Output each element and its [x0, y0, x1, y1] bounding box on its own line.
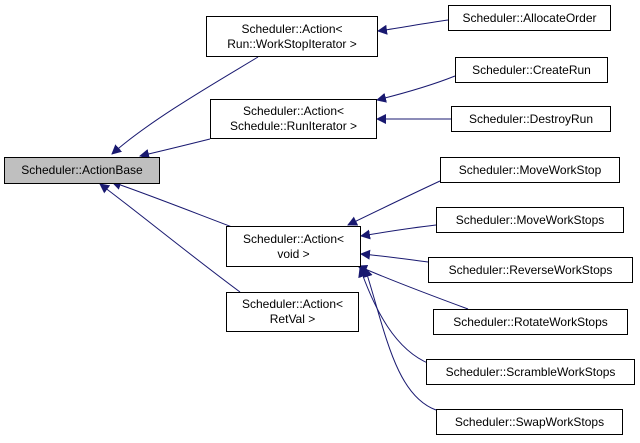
edge-retval-to-actionbase: [99, 183, 241, 293]
node-label-line1: Scheduler::Action<: [242, 231, 345, 246]
node-label-line2: Run::WorkStopIterator >: [227, 36, 357, 51]
node-action-base[interactable]: Scheduler::ActionBase: [4, 157, 160, 184]
node-action-run-workstop-iterator[interactable]: Scheduler::Action< Run::WorkStopIterator…: [206, 16, 378, 57]
node-label-line1: Scheduler::Action<: [241, 297, 344, 311]
node-label: Scheduler::AllocateOrder: [462, 10, 597, 25]
node-label-line2: void >: [277, 246, 310, 261]
node-label: Scheduler::MoveWorkStop: [458, 162, 602, 177]
edge-moveworkstops-to-void: [360, 224, 437, 240]
node-allocate-order[interactable]: Scheduler::AllocateOrder: [448, 5, 611, 31]
node-label-line2: RetVal >: [269, 312, 316, 326]
node-rotate-workstops[interactable]: Scheduler::RotateWorkStops: [433, 309, 628, 335]
node-action-void[interactable]: Scheduler::Action< void >: [226, 226, 361, 267]
edge-allocateorder-to-run-workstop: [377, 19, 449, 35]
node-label: Scheduler::ScrambleWorkStops: [445, 364, 616, 379]
edge-swapworkstops-to-void: [363, 267, 437, 411]
edge-run-workstop-to-actionbase: [111, 56, 259, 155]
node-move-workstops[interactable]: Scheduler::MoveWorkStops: [436, 207, 624, 233]
node-label: Scheduler::ActionBase: [21, 163, 143, 177]
edge-moveworkstop-to-void: [347, 180, 441, 226]
node-label: Scheduler::DestroyRun: [468, 111, 594, 126]
node-swap-workstops[interactable]: Scheduler::SwapWorkStops: [436, 409, 623, 435]
edge-schedule-run-to-actionbase: [139, 138, 211, 159]
node-create-run[interactable]: Scheduler::CreateRun: [455, 57, 608, 83]
edge-createrun-to-schedule-run: [376, 75, 456, 103]
node-move-workstop[interactable]: Scheduler::MoveWorkStop: [440, 157, 620, 183]
node-label: Scheduler::ReverseWorkStops: [448, 262, 613, 277]
edge-scrambleworkstops-to-void: [358, 267, 431, 365]
node-label-line2: Schedule::RunIterator >: [229, 119, 358, 133]
node-label-line1: Scheduler::Action<: [241, 21, 343, 36]
node-scramble-workstops[interactable]: Scheduler::ScrambleWorkStops: [426, 359, 635, 385]
edge-void-to-actionbase: [111, 180, 241, 231]
node-label: Scheduler::SwapWorkStops: [454, 414, 605, 429]
node-label: Scheduler::CreateRun: [472, 62, 591, 77]
edge-reverseworkstops-to-void: [360, 249, 429, 263]
node-destroy-run[interactable]: Scheduler::DestroyRun: [451, 106, 611, 132]
node-label-line1: Scheduler::Action<: [242, 104, 345, 118]
node-reverse-workstops[interactable]: Scheduler::ReverseWorkStops: [428, 257, 633, 283]
node-label: Scheduler::MoveWorkStops: [455, 212, 605, 227]
node-label: Scheduler::RotateWorkStops: [453, 314, 608, 329]
node-action-schedule-run-iterator[interactable]: Scheduler::Action< Schedule::RunIterator…: [210, 99, 377, 139]
node-action-retval[interactable]: Scheduler::Action< RetVal >: [226, 292, 359, 332]
